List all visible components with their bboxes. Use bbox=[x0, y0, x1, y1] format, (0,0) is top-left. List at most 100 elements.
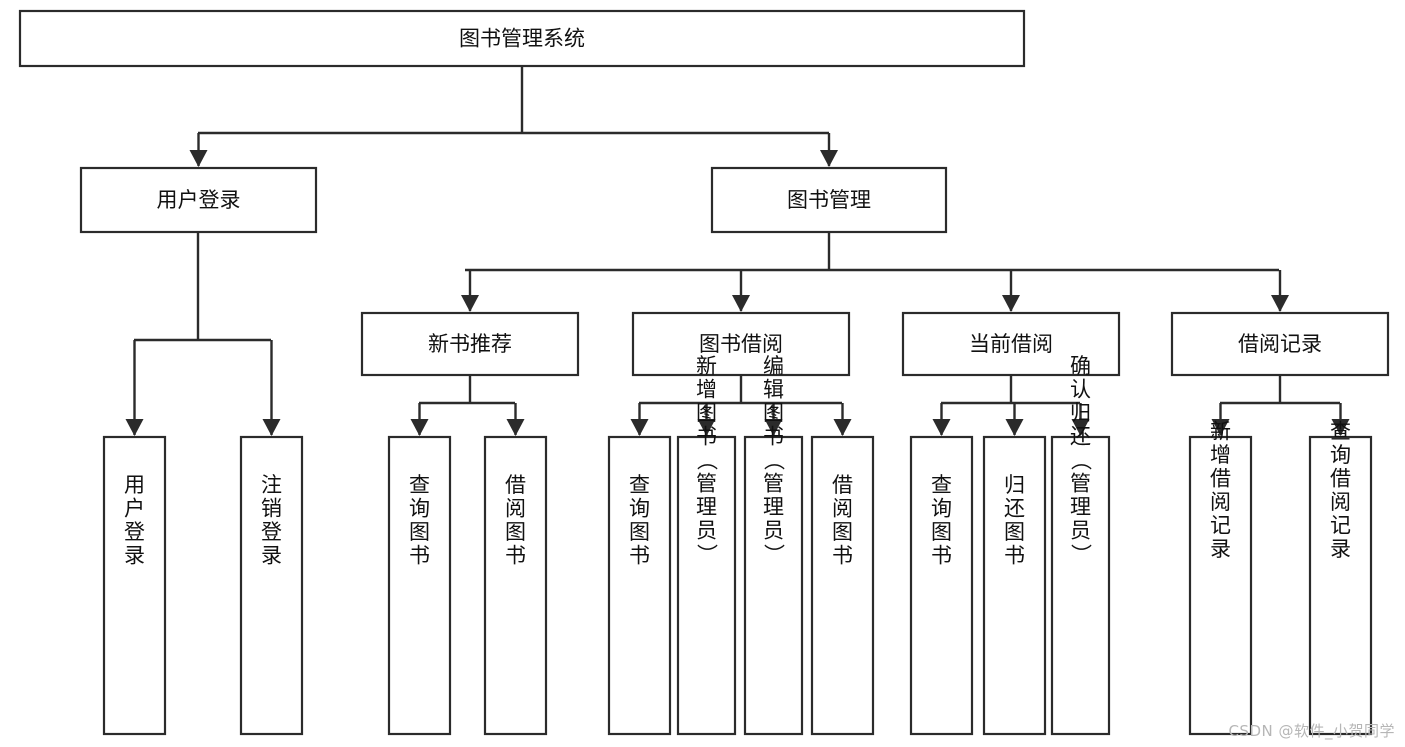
node-label-char: 新 bbox=[696, 354, 717, 378]
node-label-char: 图 bbox=[832, 520, 853, 544]
node-label-char: 图 bbox=[505, 520, 526, 544]
node-borrow-record[interactable]: 借阅记录 bbox=[1170, 311, 1390, 377]
node-box bbox=[387, 435, 452, 736]
node-label: 图书借阅 bbox=[699, 332, 783, 356]
node-book-borrow[interactable]: 图书借阅 bbox=[631, 311, 851, 377]
node-box bbox=[710, 166, 948, 234]
node-box bbox=[1050, 435, 1111, 736]
node-label: 用户登录 bbox=[157, 188, 241, 212]
node-label-char: 询 bbox=[931, 496, 952, 520]
node-box bbox=[743, 435, 804, 736]
node-leaf-user-login[interactable]: 用户登录 bbox=[102, 435, 167, 736]
node-label-char: 询 bbox=[409, 496, 430, 520]
node-label: 图书管理 bbox=[787, 188, 871, 212]
node-box bbox=[1188, 435, 1253, 736]
node-box bbox=[631, 311, 851, 377]
node-label-char: 书 bbox=[505, 543, 526, 567]
node-current-borrow[interactable]: 当前借阅 bbox=[901, 311, 1121, 377]
node-label-char: （ bbox=[695, 450, 719, 471]
node-label-char: 还 bbox=[1070, 425, 1091, 449]
node-label-char: 图 bbox=[409, 520, 430, 544]
node-label-char: 借 bbox=[505, 473, 526, 497]
node-label-char: 录 bbox=[1330, 537, 1351, 561]
node-label-char: 阅 bbox=[1330, 490, 1351, 514]
node-label-char: 阅 bbox=[1210, 490, 1231, 514]
node-label: 借阅记录 bbox=[1238, 332, 1322, 356]
node-label-char: 归 bbox=[1070, 401, 1091, 425]
node-box bbox=[1308, 435, 1373, 736]
node-box bbox=[810, 435, 875, 736]
node-label-char: 查 bbox=[1330, 419, 1351, 443]
node-label-char: 登 bbox=[261, 520, 282, 544]
node-label-char: 图 bbox=[931, 520, 952, 544]
node-user-login[interactable]: 用户登录 bbox=[79, 166, 318, 234]
node-label-char: 新 bbox=[1210, 419, 1231, 443]
node-box bbox=[901, 311, 1121, 377]
node-box bbox=[360, 311, 580, 377]
arrow-head-icon bbox=[410, 419, 429, 436]
node-label-char: 归 bbox=[1004, 473, 1025, 497]
node-box bbox=[18, 9, 1026, 68]
node-label-char: 录 bbox=[124, 543, 145, 567]
node-label-char: 书 bbox=[931, 543, 952, 567]
node-label-char: 增 bbox=[1210, 443, 1231, 467]
node-label-char: 理 bbox=[1070, 495, 1091, 519]
node-label-char: 员 bbox=[1070, 519, 1091, 543]
node-label-char: 增 bbox=[696, 378, 717, 402]
node-label: 新书推荐 bbox=[428, 332, 512, 356]
node-label-char: （ bbox=[1069, 450, 1093, 471]
arrow-head-icon bbox=[630, 419, 649, 436]
node-label-char: 图 bbox=[1004, 520, 1025, 544]
node-label-char: 阅 bbox=[832, 496, 853, 520]
node-new-book-recommend[interactable]: 新书推荐 bbox=[360, 311, 580, 377]
arrow-head-icon bbox=[764, 419, 783, 436]
node-label-char: 录 bbox=[1210, 537, 1231, 561]
arrow-head-icon bbox=[1071, 419, 1090, 436]
node-box bbox=[909, 435, 974, 736]
node-label-char: 理 bbox=[696, 495, 717, 519]
arrow-head-icon bbox=[732, 295, 750, 312]
arrow-head-icon bbox=[1271, 295, 1289, 312]
node-label-char: 书 bbox=[1004, 543, 1025, 567]
arrow-head-icon bbox=[697, 419, 716, 436]
node-label-char: 书 bbox=[696, 425, 717, 449]
node-label-char: 书 bbox=[409, 543, 430, 567]
node-label-char: 销 bbox=[261, 496, 282, 520]
arrow-head-icon bbox=[833, 419, 852, 436]
node-label-char: 图 bbox=[763, 401, 784, 425]
node-root[interactable]: 图书管理系统 bbox=[18, 9, 1026, 68]
node-label-char: 阅 bbox=[505, 496, 526, 520]
node-label: 图书管理系统 bbox=[459, 27, 585, 51]
node-label-char: 确 bbox=[1070, 354, 1091, 378]
node-box bbox=[79, 166, 318, 234]
arrow-head-icon bbox=[506, 419, 525, 436]
node-label-char: （ bbox=[762, 450, 786, 471]
node-label-char: 图 bbox=[696, 401, 717, 425]
arrow-head-icon bbox=[820, 150, 838, 167]
node-label-char: 理 bbox=[763, 495, 784, 519]
arrow-head-icon bbox=[932, 419, 951, 436]
arrow-head-icon bbox=[1005, 419, 1024, 436]
node-label-char: 书 bbox=[763, 425, 784, 449]
node-label-char: ） bbox=[762, 544, 786, 565]
node-box bbox=[1170, 311, 1390, 377]
node-box bbox=[982, 435, 1047, 736]
node-label-char: 辑 bbox=[763, 378, 784, 402]
node-label-char: ） bbox=[695, 544, 719, 565]
arrow-head-icon bbox=[189, 150, 208, 167]
node-label-char: 员 bbox=[696, 519, 717, 543]
node-book-manage[interactable]: 图书管理 bbox=[710, 166, 948, 234]
